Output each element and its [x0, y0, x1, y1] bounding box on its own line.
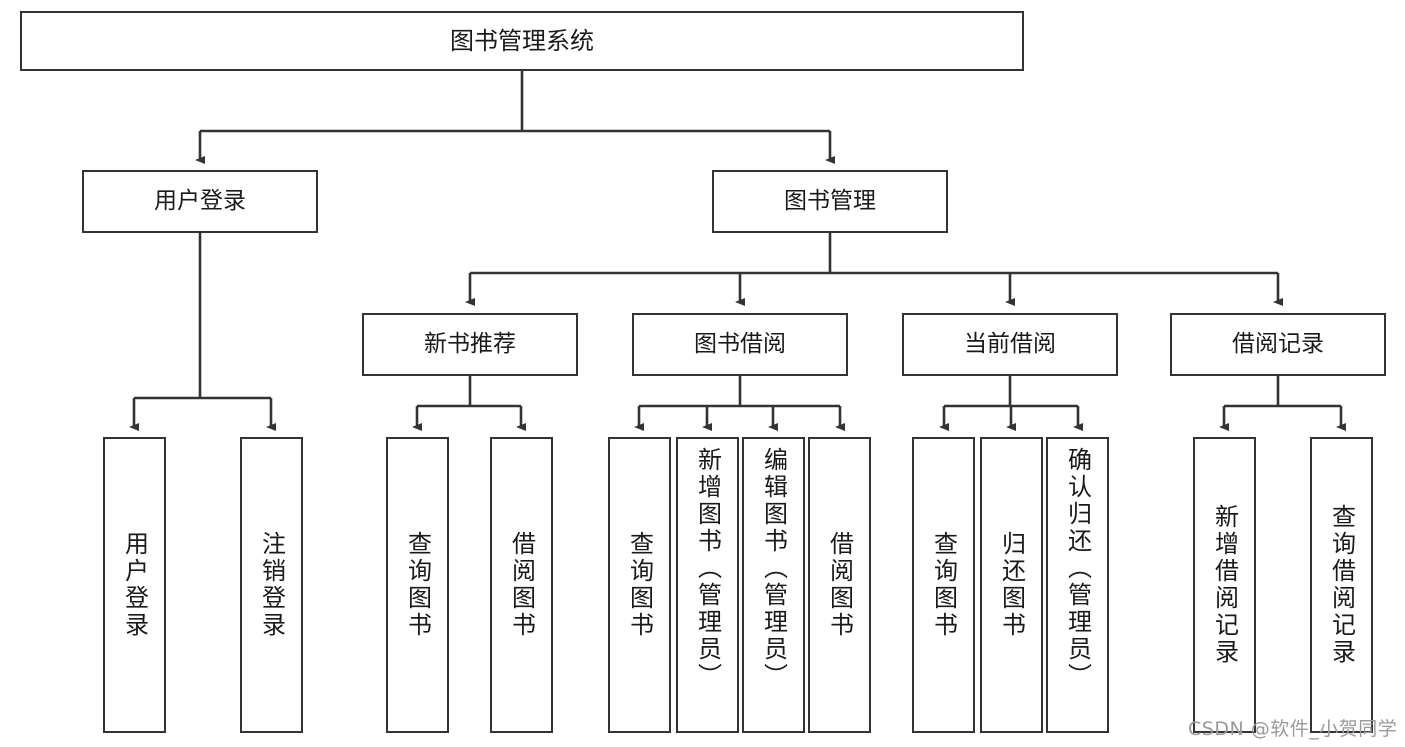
leaf-user-login-logout[interactable]: 注销登录 [240, 437, 303, 733]
leaf-new-book-query-book[interactable]: 查询图书 [386, 437, 449, 733]
node-new-book-recommend[interactable]: 新书推荐 [362, 313, 578, 376]
node-label: 注销登录 [257, 531, 286, 639]
node-label: 用户登录 [154, 187, 246, 214]
leaf-current-borrow-query-book[interactable]: 查询图书 [912, 437, 975, 733]
node-label: 查询借阅记录 [1327, 504, 1356, 666]
node-label: 编辑图书（管理员） [759, 447, 788, 690]
node-label: 确认归还（管理员） [1063, 447, 1092, 690]
node-book-management[interactable]: 图书管理 [712, 170, 948, 233]
leaf-borrow-record-add-record[interactable]: 新增借阅记录 [1193, 437, 1256, 733]
node-label: 图书借阅 [694, 330, 786, 357]
leaf-book-borrow-borrow-book[interactable]: 借阅图书 [808, 437, 871, 733]
node-label: 新增图书（管理员） [693, 447, 722, 690]
node-label: 新增借阅记录 [1210, 504, 1239, 666]
node-label: 用户登录 [120, 531, 149, 639]
node-label: 借阅图书 [507, 531, 536, 639]
leaf-book-borrow-query-book[interactable]: 查询图书 [608, 437, 671, 733]
node-book-borrow[interactable]: 图书借阅 [632, 313, 848, 376]
node-label: 归还图书 [997, 531, 1026, 639]
node-label: 查询图书 [625, 531, 654, 639]
node-label: 新书推荐 [424, 330, 516, 357]
leaf-current-borrow-confirm-return-admin[interactable]: 确认归还（管理员） [1046, 437, 1109, 733]
leaf-user-login-login[interactable]: 用户登录 [103, 437, 166, 733]
node-root-book-management-system[interactable]: 图书管理系统 [20, 11, 1024, 71]
node-user-login[interactable]: 用户登录 [82, 170, 318, 233]
leaf-current-borrow-return-book[interactable]: 归还图书 [980, 437, 1043, 733]
node-label: 查询图书 [929, 531, 958, 639]
node-label: 图书管理系统 [450, 26, 594, 55]
node-label: 借阅记录 [1232, 330, 1324, 357]
node-label: 查询图书 [403, 531, 432, 639]
node-label: 当前借阅 [964, 330, 1056, 357]
leaf-new-book-borrow-book[interactable]: 借阅图书 [490, 437, 553, 733]
leaf-book-borrow-edit-book-admin[interactable]: 编辑图书（管理员） [742, 437, 805, 733]
leaf-borrow-record-query-record[interactable]: 查询借阅记录 [1310, 437, 1373, 733]
node-borrow-record[interactable]: 借阅记录 [1170, 313, 1386, 376]
node-label: 图书管理 [784, 187, 876, 214]
leaf-book-borrow-add-book-admin[interactable]: 新增图书（管理员） [676, 437, 739, 733]
watermark-text: CSDN @软件_小贺同学 [1188, 718, 1398, 740]
node-label: 借阅图书 [825, 531, 854, 639]
node-current-borrow[interactable]: 当前借阅 [902, 313, 1118, 376]
